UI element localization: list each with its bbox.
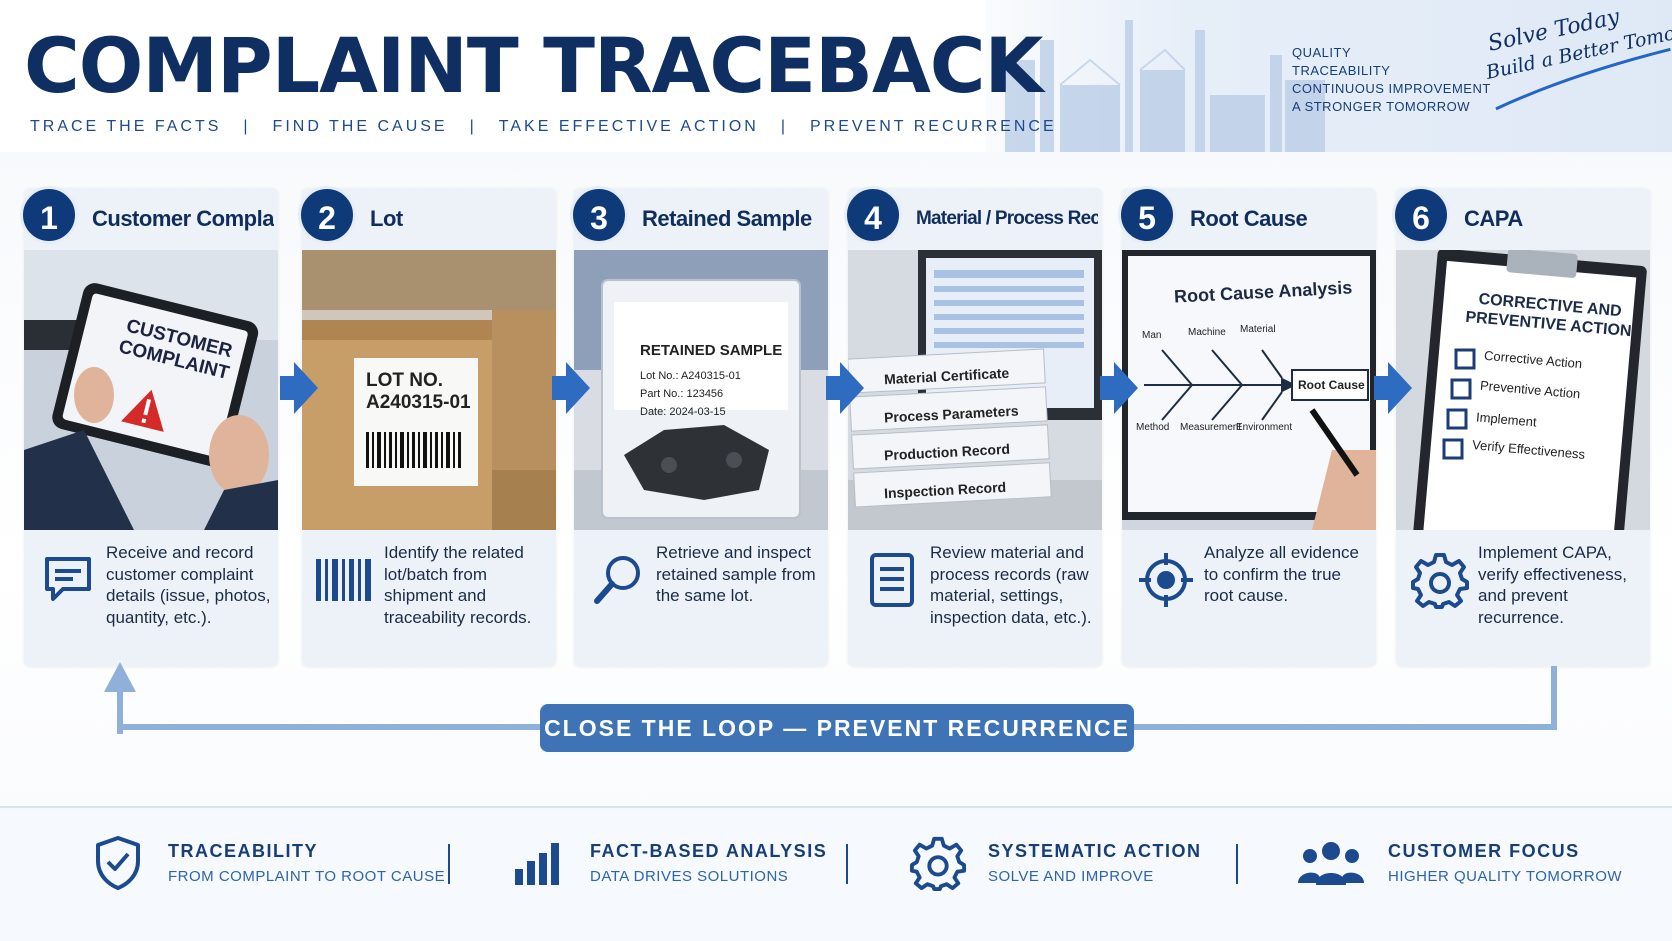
step-title: Material / Process Record — [916, 208, 1098, 229]
flow-arrow — [826, 362, 864, 414]
footer-title: SYSTEMATIC ACTION — [988, 841, 1202, 861]
tagline: TRACE THE FACTS | FIND THE CAUSE | TAKE … — [30, 118, 1057, 136]
step-number: 1 — [20, 186, 78, 244]
fishbone-head: Root Cause — [1298, 378, 1365, 392]
footer: TRACEABILITY FROM COMPLAINT TO ROOT CAUS… — [0, 806, 1672, 941]
flow-arrow — [1100, 362, 1138, 414]
footer-title: TRACEABILITY — [168, 841, 318, 861]
step-title: Retained Sample — [642, 206, 812, 231]
loop-line — [1551, 666, 1557, 730]
footer-item-systematic-action: SYSTEMATIC ACTION SOLVE AND IMPROVE — [910, 828, 1202, 898]
photo-lot-box: LOT NO. A240315-01 — [302, 250, 556, 530]
tagline-item: FIND THE CAUSE — [272, 118, 448, 135]
step-title: Customer Complaint — [92, 206, 274, 231]
fishbone-cause: Measurement — [1180, 422, 1242, 433]
keyword: A STRONGER TOMORROW — [1292, 99, 1471, 114]
photo-root-cause-analysis: Root Cause Analysis Man Machine Material… — [1122, 250, 1376, 530]
step-retained-sample: RETAINED SAMPLE Lot No.: A240315-01 Part… — [570, 186, 828, 666]
lot-label-line-1: LOT NO. — [366, 370, 444, 391]
fishbone-cause: Material — [1240, 324, 1276, 335]
step-root-cause: Root Cause Analysis Man Machine Material… — [1118, 186, 1376, 666]
photo-records: Material Certificate Process Parameters … — [848, 250, 1102, 530]
step-number: 5 — [1118, 186, 1176, 244]
footer-divider — [1236, 844, 1238, 884]
bar-chart-icon — [512, 835, 568, 891]
footer-divider — [846, 844, 848, 884]
slogan: Solve Today Build a Better Tomorrow — [1478, 0, 1672, 117]
fishbone-cause: Machine — [1188, 327, 1226, 338]
footer-subtitle: SOLVE AND IMPROVE — [988, 868, 1154, 885]
sample-date: Date: 2024-03-15 — [640, 406, 726, 418]
flow-arrow — [280, 362, 318, 414]
lot-number: A240315-01 — [366, 392, 471, 413]
fishbone-cause: Man — [1142, 330, 1162, 341]
footer-divider — [448, 844, 450, 884]
photo-capa-clipboard: CORRECTIVE AND PREVENTIVE ACTION Correct… — [1396, 250, 1650, 530]
gear-icon — [1410, 550, 1470, 610]
step-description: Receive and record customer complaint de… — [106, 543, 271, 627]
keyword-list: QUALITY TRACEABILITY CONTINUOUS IMPROVEM… — [1292, 44, 1491, 116]
step-lot: LOT NO. A240315-01 2 Lot Identify the re… — [298, 186, 556, 666]
footer-title: CUSTOMER FOCUS — [1388, 841, 1580, 861]
lot-label: LOT NO. A240315-01 — [366, 370, 471, 414]
step-number: 6 — [1392, 186, 1450, 244]
chat-icon — [38, 550, 98, 610]
step-description: Review material and process records (raw… — [930, 543, 1092, 627]
footer-subtitle: FROM COMPLAINT TO ROOT CAUSE — [168, 868, 446, 885]
sample-part: Part No.: 123456 — [640, 388, 724, 400]
step-customer-complaint: CUSTOMER COMPLAINT 1 Customer Complaint … — [20, 186, 278, 666]
footer-subtitle: HIGHER QUALITY TOMORROW — [1388, 868, 1623, 885]
keyword: CONTINUOUS IMPROVEMENT — [1292, 81, 1491, 96]
step-number: 2 — [298, 186, 356, 244]
slogan-underline — [1495, 47, 1671, 111]
people-icon — [1296, 835, 1366, 891]
sample-label-title: RETAINED SAMPLE — [640, 342, 783, 359]
photo-retained-sample: RETAINED SAMPLE Lot No.: A240315-01 Part… — [574, 250, 828, 530]
step-number: 4 — [844, 186, 902, 244]
step-description: Identify the related lot/batch from ship… — [384, 543, 532, 627]
step-title: Lot — [370, 206, 403, 231]
step-description: Implement CAPA, verify effectiveness, an… — [1478, 543, 1627, 627]
fishbone-cause: Method — [1136, 422, 1170, 433]
keyword: QUALITY — [1292, 45, 1352, 60]
close-the-loop-banner: CLOSE THE LOOP — PREVENT RECURRENCE — [540, 704, 1134, 752]
tagline-item: TRACE THE FACTS — [30, 118, 222, 135]
tagline-item: TAKE EFFECTIVE ACTION — [498, 118, 759, 135]
industrial-skyline — [985, 0, 1672, 152]
flow-arrow — [552, 362, 590, 414]
document-icon — [862, 550, 922, 610]
step-title: CAPA — [1464, 206, 1523, 231]
tagline-separator: | — [780, 118, 788, 135]
step-number: 3 — [570, 186, 628, 244]
footer-item-fact-based-analysis: FACT-BASED ANALYSIS DATA DRIVES SOLUTION… — [512, 828, 827, 898]
loop-line — [117, 690, 123, 734]
loop-arrowhead — [104, 662, 136, 692]
magnifier-icon — [588, 550, 648, 610]
step-description: Retrieve and inspect retained sample fro… — [656, 543, 816, 605]
footer-title: FACT-BASED ANALYSIS — [590, 841, 828, 861]
barcode-icon — [316, 550, 376, 610]
page-title: COMPLAINT TRACEBACK — [24, 21, 1043, 110]
tagline-separator: | — [243, 118, 251, 135]
flow-arrow — [1374, 362, 1412, 414]
footer-item-customer-focus: CUSTOMER FOCUS HIGHER QUALITY TOMORROW — [1296, 828, 1622, 898]
step-title: Root Cause — [1190, 206, 1308, 231]
footer-item-traceability: TRACEABILITY FROM COMPLAINT TO ROOT CAUS… — [90, 828, 445, 898]
header: COMPLAINT TRACEBACK TRACE THE FACTS | FI… — [0, 0, 1672, 152]
target-icon — [1136, 550, 1196, 610]
shield-check-icon — [90, 835, 146, 891]
sample-lot: Lot No.: A240315-01 — [640, 370, 741, 382]
step-capa: CORRECTIVE AND PREVENTIVE ACTION Correct… — [1392, 186, 1650, 666]
footer-subtitle: DATA DRIVES SOLUTIONS — [590, 868, 789, 885]
fishbone-cause: Environment — [1236, 422, 1293, 433]
step-description: Analyze all evidence to confirm the true… — [1204, 543, 1359, 605]
tagline-item: PREVENT RECURRENCE — [809, 118, 1057, 135]
step-material-process-record: Material Certificate Process Parameters … — [844, 186, 1102, 666]
tagline-separator: | — [469, 118, 477, 135]
gear-icon — [910, 835, 966, 891]
keyword: TRACEABILITY — [1292, 63, 1391, 78]
photo-tablet-complaint: CUSTOMER COMPLAINT — [24, 250, 278, 530]
